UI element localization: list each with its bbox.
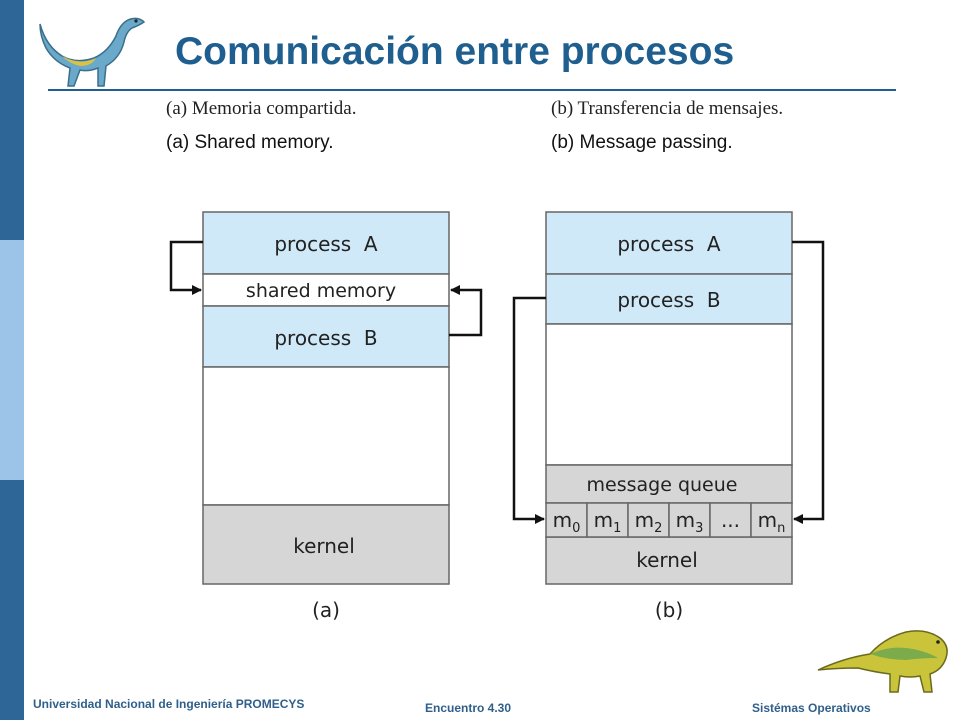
a-kernel-label: kernel bbox=[293, 534, 355, 558]
a-figure-label: (a) bbox=[312, 598, 340, 622]
b-message-slot-label: ... bbox=[721, 508, 740, 532]
footer-university: Universidad Nacional de Ingeniería PROME… bbox=[33, 697, 305, 711]
b-message-slot-box bbox=[709, 502, 752, 538]
b-message-slot-label: m1 bbox=[594, 508, 622, 536]
footer-course: Sistémas Operativos bbox=[752, 701, 871, 715]
b-message-slot-label: m0 bbox=[553, 508, 581, 536]
footer-session: Encuentro 4.30 bbox=[425, 701, 512, 715]
title-divider bbox=[48, 89, 896, 91]
caption-a-english: (a) Shared memory. bbox=[166, 132, 334, 153]
b-figure-label: (b) bbox=[655, 598, 683, 622]
b-process-b-label: process B bbox=[617, 288, 720, 312]
b-message-slot-label: m3 bbox=[676, 508, 704, 536]
sidebar-accent bbox=[0, 240, 24, 480]
a-process-b-label: process B bbox=[274, 326, 377, 350]
caption-b-english: (b) Message passing. bbox=[551, 132, 733, 153]
b-message-slot-label: m2 bbox=[635, 508, 663, 536]
b-arrow-process-b-to-queue bbox=[512, 296, 546, 524]
a-kernel-box bbox=[202, 504, 450, 585]
b-empty-space bbox=[545, 323, 793, 466]
b-message-queue-label: message queue bbox=[587, 474, 738, 496]
a-shared-memory-label: shared memory bbox=[246, 280, 396, 302]
caption-b-spanish: (b) Transferencia de mensajes. bbox=[551, 98, 784, 119]
a-process-a-box bbox=[202, 211, 450, 275]
b-message-slots: m0 m1 m2 m3... mn bbox=[545, 502, 793, 538]
caption-a-spanish: (a) Memoria compartida. bbox=[166, 98, 357, 119]
dinosaur-logo-bottom bbox=[817, 630, 948, 693]
a-arrow-process-b-to-shared bbox=[449, 285, 483, 337]
dinosaur-logo-top bbox=[39, 17, 146, 87]
b-process-a-label: process A bbox=[617, 232, 721, 256]
diagram-a: process A shared memory process B kernel… bbox=[169, 211, 483, 622]
b-message-slot-box bbox=[750, 502, 793, 538]
b-arrow-process-a-to-queue bbox=[792, 240, 825, 524]
b-message-slot-label: mn bbox=[758, 508, 786, 536]
b-message-slot-box bbox=[668, 502, 711, 538]
a-process-a-label: process A bbox=[274, 232, 378, 256]
b-message-queue-box bbox=[545, 464, 793, 504]
b-kernel-label: kernel bbox=[636, 548, 698, 572]
a-process-b-box bbox=[202, 305, 450, 368]
b-kernel-box bbox=[545, 536, 793, 585]
a-empty-space bbox=[202, 366, 450, 506]
a-arrow-process-a-to-shared bbox=[169, 240, 203, 295]
diagram-b: m0 m1 m2 m3... mn process A process B messag… bbox=[512, 211, 825, 622]
a-shared-memory-box bbox=[202, 273, 450, 307]
page-title: Comunicación entre procesos bbox=[175, 30, 735, 73]
